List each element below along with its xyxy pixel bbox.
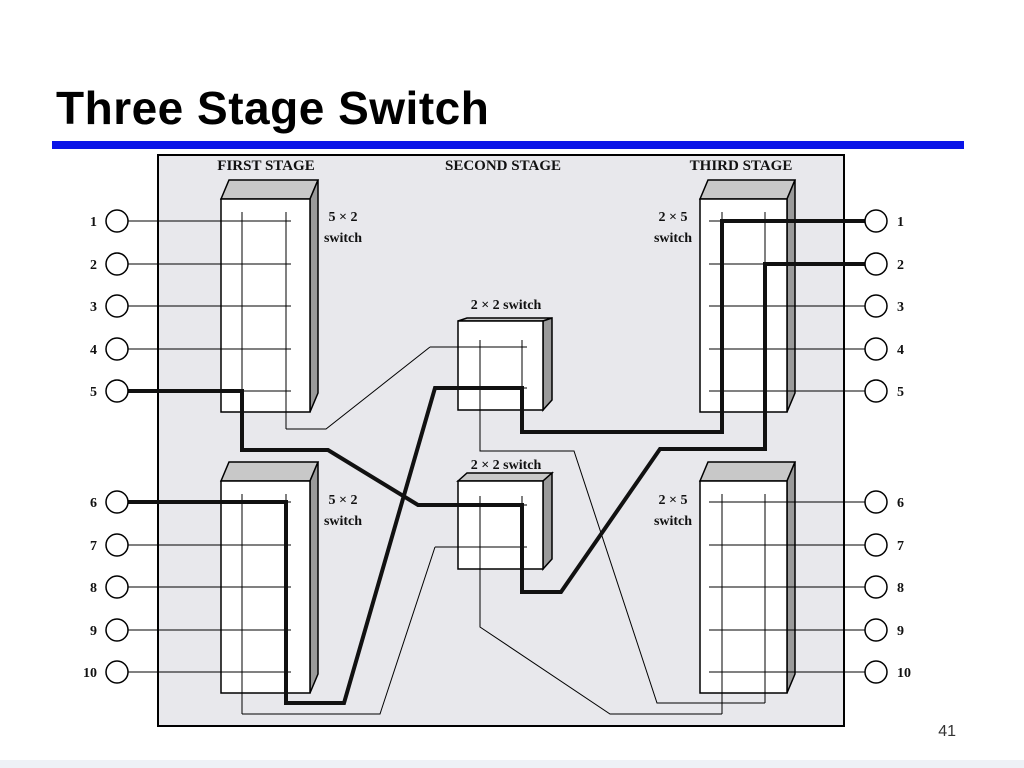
second-stage-label: SECOND STAGE: [445, 158, 561, 174]
input-port-5-circle: [105, 379, 129, 403]
input-port-3-label: 3: [90, 300, 97, 315]
first-stage-bottom-switch-label: 5 × 2 switch: [324, 493, 362, 529]
input-port-1-label: 1: [90, 215, 97, 230]
input-port-8-circle: [105, 575, 129, 599]
svg-text:switch: switch: [324, 231, 362, 246]
input-port-9-circle: [105, 618, 129, 642]
output-port-3-circle: [864, 294, 888, 318]
output-port-5-label: 5: [897, 385, 904, 400]
input-port-7-circle: [105, 533, 129, 557]
output-port-5-circle: [864, 379, 888, 403]
output-port-10-circle: [864, 660, 888, 684]
output-port-9-circle: [864, 618, 888, 642]
page-number: 41: [938, 723, 956, 740]
second-stage-bottom-switch-label: 2 × 2 switch: [471, 458, 542, 473]
input-port-6-label: 6: [90, 496, 97, 511]
input-port-2-circle: [105, 252, 129, 276]
third-stage-switch-top: [698, 179, 797, 413]
input-port-5-label: 5: [90, 385, 97, 400]
input-port-10-circle: [105, 660, 129, 684]
footer-bar: [0, 760, 1024, 768]
first-stage-label: FIRST STAGE: [217, 158, 314, 174]
output-port-7-circle: [864, 533, 888, 557]
svg-text:switch: switch: [654, 514, 692, 529]
third-stage-top-switch-label: 2 × 5 switch: [654, 210, 692, 246]
title-underline: [52, 141, 964, 149]
svg-text:5 × 2: 5 × 2: [329, 210, 358, 225]
output-port-4-circle: [864, 337, 888, 361]
svg-text:switch: switch: [654, 231, 692, 246]
input-port-2-label: 2: [90, 258, 97, 273]
route-input5-output2: [128, 262, 865, 594]
input-port-10-label: 10: [83, 666, 97, 681]
input-port-4-circle: [105, 337, 129, 361]
first-stage-switch-bottom: [219, 461, 320, 694]
input-port-9-label: 9: [90, 624, 97, 639]
input-port-4-label: 4: [90, 343, 97, 358]
output-port-9-label: 9: [897, 624, 904, 639]
svg-text:2 × 5: 2 × 5: [659, 210, 688, 225]
input-port-6-circle: [105, 490, 129, 514]
output-port-6-label: 6: [897, 496, 904, 511]
svg-text:switch: switch: [324, 514, 362, 529]
output-port-6-circle: [864, 490, 888, 514]
third-stage-bottom-switch-label: 2 × 5 switch: [654, 493, 692, 529]
slide-title: Three Stage Switch: [56, 82, 490, 134]
output-port-2-label: 2: [897, 258, 904, 273]
third-stage-switch-bottom: [698, 461, 797, 694]
first-stage-top-switch-label: 5 × 2 switch: [324, 210, 362, 246]
active-routes: [128, 219, 865, 705]
input-port-3-circle: [105, 294, 129, 318]
third-stage-label: THIRD STAGE: [690, 158, 793, 174]
svg-text:2 × 5: 2 × 5: [659, 493, 688, 508]
svg-text:5 × 2: 5 × 2: [329, 493, 358, 508]
input-port-1-circle: [105, 209, 129, 233]
output-port-10-label: 10: [897, 666, 911, 681]
route-input6-output1: [128, 219, 865, 705]
output-port-1-circle: [864, 209, 888, 233]
second-stage-switch-top: [457, 316, 553, 412]
output-port-4-label: 4: [897, 343, 904, 358]
output-port-8-label: 8: [897, 581, 904, 596]
first-stage-switch-top: [219, 179, 320, 413]
output-ports: 1 2 3 4 5 6 7 8 9 10: [864, 209, 911, 684]
output-port-3-label: 3: [897, 300, 904, 315]
output-port-1-label: 1: [897, 215, 904, 230]
input-ports: 1 2 3 4 5 6 7 8 9 10: [83, 209, 129, 684]
output-port-2-circle: [864, 252, 888, 276]
input-port-7-label: 7: [90, 539, 97, 554]
input-port-8-label: 8: [90, 581, 97, 596]
second-stage-switch-bottom: [456, 471, 554, 571]
output-port-8-circle: [864, 575, 888, 599]
second-stage-top-switch-label: 2 × 2 switch: [471, 298, 542, 313]
output-port-7-label: 7: [897, 539, 904, 554]
